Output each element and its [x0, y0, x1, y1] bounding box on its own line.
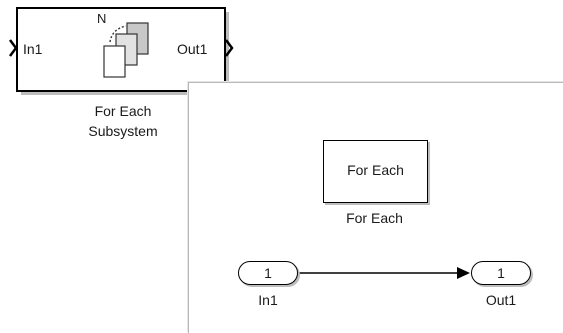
- subsystem-graphics: [9, 7, 234, 95]
- signal-line-graphics: [299, 267, 470, 279]
- subsystem-output-port-arrow[interactable]: [225, 39, 234, 57]
- outport-label: Out1: [485, 292, 517, 308]
- subsystem-input-port-label: In1: [23, 41, 43, 57]
- subsystem-name-line1: For Each: [94, 103, 152, 119]
- for-each-block[interactable]: For Each: [323, 140, 428, 203]
- model-canvas: In1 Out1 N For Each Subsystem For Each F…: [9, 7, 563, 333]
- inport-label: In1: [258, 292, 278, 308]
- subsystem-name-line2: Subsystem: [88, 123, 158, 139]
- inport-block[interactable]: 1: [238, 261, 298, 285]
- subsystem-output-port-label: Out1: [177, 41, 208, 57]
- for-each-pages-icon: [103, 22, 149, 78]
- for-each-block-label: For Each: [346, 210, 403, 226]
- iteration-count-symbol: N: [97, 11, 107, 26]
- outport-block[interactable]: 1: [471, 261, 531, 285]
- for-each-block-text: For Each: [347, 162, 404, 178]
- subsystem-contents-panel: For Each For Each 1 In1 1 Out1: [188, 82, 563, 333]
- signal-arrowhead: [457, 267, 470, 279]
- subsystem-input-port-arrow[interactable]: [9, 39, 18, 57]
